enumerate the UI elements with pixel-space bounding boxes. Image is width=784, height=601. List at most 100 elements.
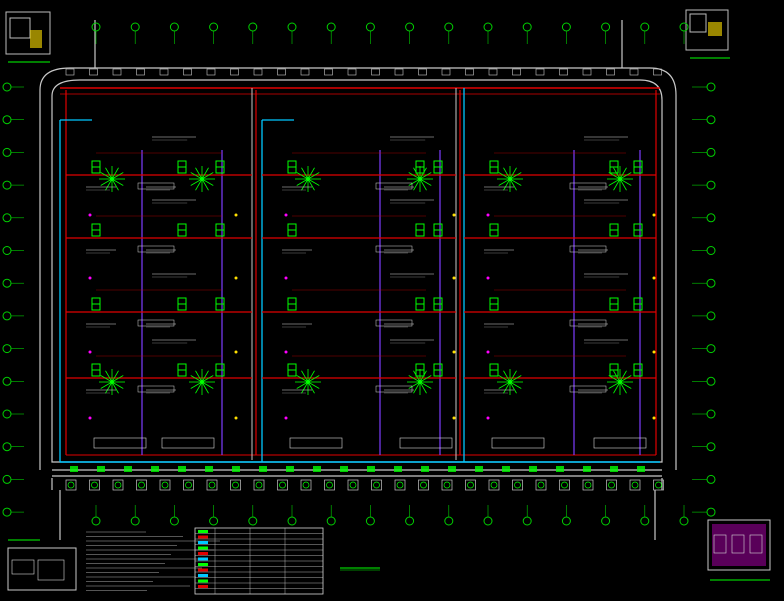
diffuser-spoke bbox=[307, 172, 320, 180]
bottom-bay bbox=[89, 479, 100, 491]
fan-unit-icon bbox=[287, 297, 297, 311]
diffuser-spoke bbox=[190, 375, 203, 383]
diffuser-spoke bbox=[498, 178, 511, 186]
fan-unit-icon bbox=[177, 160, 187, 174]
legend-symbol bbox=[198, 568, 208, 572]
diffuser-spoke bbox=[608, 381, 621, 389]
bottom-bay-fixture bbox=[138, 481, 145, 489]
window-unit bbox=[112, 68, 122, 76]
floor-grille bbox=[97, 466, 105, 472]
star-diffuser-icon bbox=[607, 166, 633, 192]
window-unit bbox=[65, 68, 75, 76]
diffuser-hub bbox=[618, 177, 622, 181]
window-unit bbox=[488, 68, 498, 76]
plan-title-mark bbox=[340, 567, 380, 571]
control-point bbox=[88, 213, 92, 217]
floor-grille bbox=[124, 466, 132, 472]
star-diffuser-icon bbox=[295, 369, 321, 395]
floor-grille bbox=[421, 466, 429, 472]
legend-table bbox=[194, 527, 324, 595]
annotation-leader bbox=[384, 249, 414, 254]
fan-unit-icon bbox=[415, 223, 425, 237]
control-point bbox=[284, 276, 288, 280]
tag-box bbox=[137, 319, 175, 327]
bottom-bay bbox=[277, 479, 288, 491]
branch-row bbox=[66, 136, 252, 217]
fan-unit-icon bbox=[177, 223, 187, 237]
diffuser-hub bbox=[306, 380, 310, 384]
diffuser-spoke bbox=[509, 375, 522, 383]
fan-unit-icon bbox=[609, 363, 619, 377]
fan-unit-icon bbox=[287, 363, 297, 377]
annotation-leader bbox=[86, 249, 116, 254]
diffuser-hub bbox=[418, 380, 422, 384]
window-unit bbox=[441, 68, 451, 76]
fan-unit-icon bbox=[633, 363, 643, 377]
floor-grille bbox=[556, 466, 564, 472]
star-diffuser-icon bbox=[407, 166, 433, 192]
annotation-leader bbox=[484, 249, 514, 254]
window-unit bbox=[653, 68, 662, 76]
fan-unit-icon bbox=[489, 160, 499, 174]
diffuser-spoke bbox=[201, 172, 214, 180]
annotation-leader bbox=[146, 186, 176, 191]
diffuser-spoke bbox=[307, 381, 320, 389]
diffuser-spoke bbox=[100, 172, 113, 180]
diffuser-hub bbox=[508, 380, 512, 384]
branch-row bbox=[464, 273, 656, 354]
bottom-bay-fixture bbox=[232, 481, 239, 489]
tag-box bbox=[137, 385, 175, 393]
diffuser-spoke bbox=[111, 178, 119, 191]
diffuser-spoke bbox=[509, 370, 517, 383]
diffuser-spoke bbox=[498, 381, 511, 389]
diffuser-spoke bbox=[296, 375, 309, 383]
diffuser-spoke bbox=[195, 178, 203, 191]
fan-unit-icon bbox=[91, 363, 101, 377]
diffuser-spoke bbox=[419, 375, 432, 383]
floor-grille bbox=[286, 466, 294, 472]
inset-room bbox=[11, 559, 35, 575]
bottom-bay-fixture bbox=[655, 481, 662, 489]
annotation-leader bbox=[146, 249, 176, 254]
diffuser-spoke bbox=[608, 172, 621, 180]
inset-fill bbox=[712, 524, 766, 566]
zone-3 bbox=[464, 136, 656, 449]
grid-bubbles-bottom bbox=[91, 505, 689, 526]
legend-symbol bbox=[198, 579, 208, 583]
diffuser-hub bbox=[200, 177, 204, 181]
diffuser-spoke bbox=[105, 381, 113, 394]
bottom-bay-fixture bbox=[279, 481, 286, 489]
annotation-leader bbox=[578, 389, 608, 394]
fan-unit-icon bbox=[215, 363, 225, 377]
diffuser-spoke bbox=[503, 381, 511, 394]
bottom-bay-fixture bbox=[608, 481, 615, 489]
diffuser-hub bbox=[110, 177, 114, 181]
inset-cell bbox=[731, 534, 745, 554]
control-point bbox=[486, 350, 490, 354]
equipment-callout bbox=[161, 437, 215, 449]
annotation-leader bbox=[578, 323, 608, 328]
diffuser-spoke bbox=[613, 178, 621, 191]
fan-unit-icon bbox=[415, 297, 425, 311]
control-point bbox=[234, 350, 238, 354]
diffuser-spoke bbox=[111, 381, 119, 394]
diffuser-spoke bbox=[301, 370, 309, 383]
control-point bbox=[234, 213, 238, 217]
fan-unit-icon bbox=[489, 223, 499, 237]
equipment-callout bbox=[289, 437, 343, 449]
diffuser-spoke bbox=[201, 178, 214, 186]
diffuser-spoke bbox=[608, 178, 621, 186]
diffuser-spoke bbox=[498, 172, 511, 180]
fan-unit-icon bbox=[215, 223, 225, 237]
window-unit bbox=[629, 68, 639, 76]
bottom-bay-fixture bbox=[161, 481, 169, 489]
equipment-callout bbox=[491, 437, 545, 449]
diffuser-spoke bbox=[301, 178, 309, 191]
diffuser-spoke bbox=[419, 178, 427, 191]
fan-unit-icon bbox=[609, 160, 619, 174]
legend-symbol bbox=[198, 546, 208, 550]
bottom-bay bbox=[65, 479, 77, 491]
diffuser-spoke bbox=[100, 178, 113, 186]
diffuser-spoke bbox=[509, 178, 522, 186]
bottom-bay-fixture bbox=[208, 481, 216, 489]
